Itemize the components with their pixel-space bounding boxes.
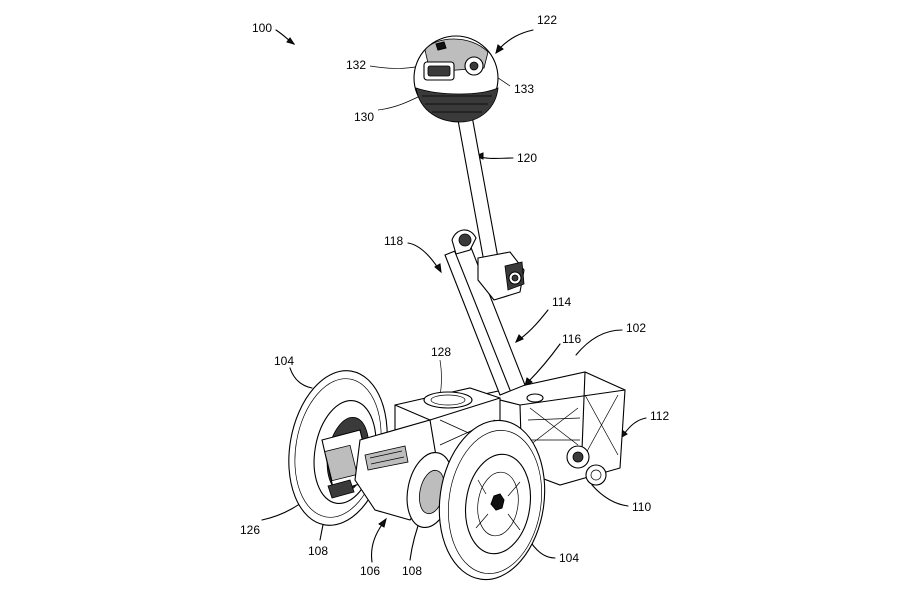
label-120: 120	[517, 151, 537, 165]
label-128: 128	[431, 345, 451, 359]
leader-104-right	[531, 543, 556, 559]
label-108-center: 108	[402, 564, 422, 578]
top-opening	[423, 391, 473, 409]
label-118: 118	[384, 234, 403, 248]
leader-116	[527, 343, 561, 383]
leader-112	[623, 417, 647, 435]
leader-106	[370, 521, 385, 563]
mast	[444, 115, 526, 396]
label-130: 130	[354, 110, 374, 124]
label-114: 114	[552, 295, 571, 309]
leader-102	[575, 329, 623, 356]
caster-wheel	[585, 464, 607, 486]
leader-110	[591, 484, 629, 507]
label-102: 102	[626, 321, 646, 335]
leader-122	[499, 29, 534, 49]
label-104-left: 104	[274, 354, 294, 368]
label-108-left: 108	[308, 544, 328, 558]
leader-128	[439, 359, 442, 397]
leader-114	[519, 309, 549, 340]
reference-numerals: 100 122 132 133 130 120 118 114 102 116 …	[240, 13, 669, 578]
label-132: 132	[346, 58, 366, 72]
leader-118	[407, 242, 439, 269]
sensor-head	[413, 35, 499, 123]
label-126: 126	[240, 523, 260, 537]
label-104-right: 104	[559, 551, 579, 565]
label-122: 122	[537, 13, 557, 27]
label-133: 133	[514, 82, 534, 96]
label-100: 100	[252, 21, 272, 35]
label-106: 106	[360, 564, 380, 578]
label-110: 110	[632, 500, 651, 514]
label-112: 112	[650, 409, 669, 423]
leader-104-left	[289, 367, 313, 389]
right-wheel	[438, 419, 546, 581]
label-116: 116	[562, 332, 581, 346]
leader-130	[377, 94, 423, 111]
